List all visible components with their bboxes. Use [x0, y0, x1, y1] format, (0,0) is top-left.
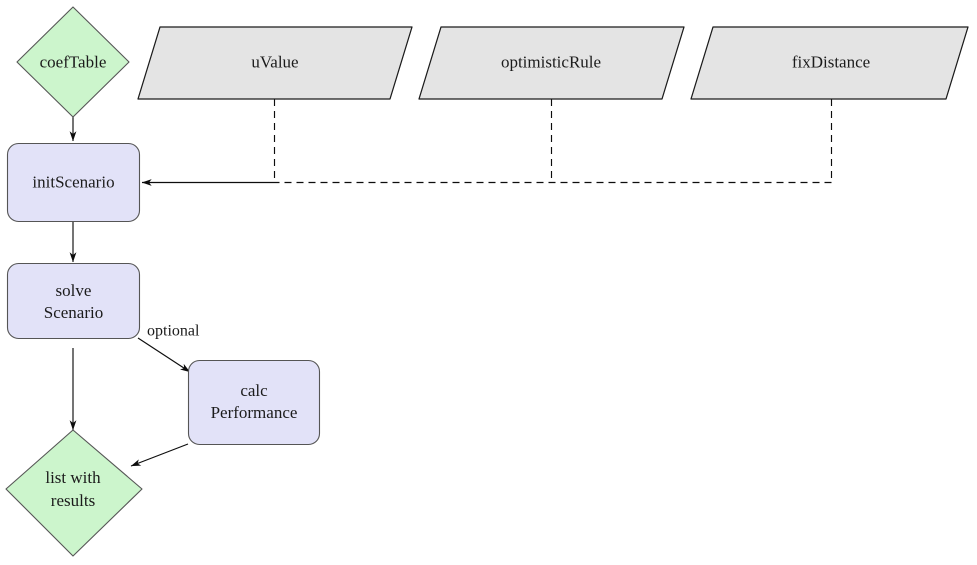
coef-table-diamond-shape [16, 6, 130, 118]
init-scenario-label: initScenario [32, 172, 114, 191]
edge-solvescenario-to-calcperformance [137, 337, 191, 373]
calc-performance-box-shape [187, 359, 321, 446]
node-optimistic-rule[interactable]: optimisticRule [418, 26, 685, 100]
fix-distance-parallelogram-shape [690, 26, 969, 100]
fix-distance-label: fixDistance [792, 52, 870, 71]
node-list-with-results[interactable]: list with results [5, 429, 143, 557]
node-u-value[interactable]: uValue [137, 26, 413, 100]
u-value-label: uValue [251, 52, 298, 71]
node-calc-performance[interactable]: calc Performance [187, 359, 321, 446]
node-init-scenario[interactable]: initScenario [6, 142, 141, 223]
node-fix-distance[interactable]: fixDistance [690, 26, 969, 100]
edge-params-to-init [141, 99, 833, 186]
solve-scenario-box-shape [6, 262, 141, 340]
u-value-parallelogram-shape [137, 26, 413, 100]
optimistic-rule-parallelogram-shape [418, 26, 685, 100]
calc-performance-label-line2: Performance [211, 403, 298, 422]
list-with-results-label-line1: list with [45, 468, 101, 487]
solve-scenario-label-line1: solve [56, 281, 92, 300]
list-with-results-diamond-shape [5, 429, 143, 557]
list-with-results-label-line2: results [51, 491, 95, 510]
edge-calcperformance-to-results [130, 443, 189, 467]
solve-scenario-label-line2: Scenario [44, 303, 103, 322]
node-coef-table[interactable]: coefTable [16, 6, 130, 118]
edge-label-optional: optional [147, 323, 200, 340]
node-solve-scenario[interactable]: solve Scenario [6, 262, 141, 340]
coef-table-label: coefTable [40, 52, 107, 71]
init-scenario-box-shape [6, 142, 141, 223]
optimistic-rule-label: optimisticRule [501, 52, 601, 71]
calc-performance-label-line1: calc [240, 381, 268, 400]
